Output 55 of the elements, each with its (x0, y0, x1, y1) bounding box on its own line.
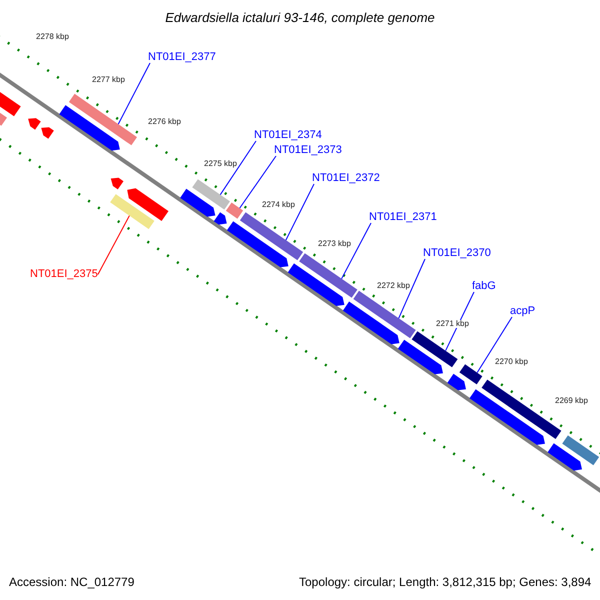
coding-region-block (180, 188, 216, 217)
coding-region-block (28, 118, 41, 130)
scale-label: 2277 kbp (92, 76, 125, 84)
scale-label: 2274 kbp (262, 201, 295, 209)
coding-region-block (110, 178, 124, 190)
leader-line (97, 215, 130, 275)
gene-bar (226, 202, 244, 219)
gene-bar (459, 364, 482, 384)
scale-label: 2272 kbp (377, 282, 410, 290)
gene-label: NT01EI_2377 (148, 52, 216, 63)
gene-bar (240, 212, 304, 260)
accession-text: Accession: NC_012779 (9, 576, 134, 588)
coding-region-block (470, 389, 545, 445)
leader-line (398, 258, 426, 319)
title: Edwardsiella ictaluri 93-146, complete genome (164, 11, 436, 24)
gene-bar (299, 253, 358, 298)
gene-label: NT01EI_2374 (254, 130, 322, 141)
gene-bar (110, 194, 154, 230)
leader-line (118, 62, 150, 125)
coding-region-block (548, 443, 582, 471)
coding-region-block (214, 212, 227, 225)
scale-label: 2269 kbp (555, 397, 588, 405)
leader-line (445, 292, 474, 352)
gene-label: NT01EI_2372 (312, 173, 380, 184)
scale-label: 2278 kbp (36, 33, 69, 41)
gene-bar (68, 94, 137, 146)
genome-stats-text: Topology: circular; Length: 3,812,315 bp; Genes: 3,894 (299, 576, 592, 588)
coding-region-block (226, 221, 288, 268)
gene-bar (562, 435, 600, 466)
gene-label: fabG (472, 281, 496, 292)
gene-label: NT01EI_2373 (274, 145, 342, 156)
scale-label: 2271 kbp (436, 320, 469, 328)
gene-bar (192, 179, 230, 210)
scale-label: 2273 kbp (318, 240, 351, 248)
gene-label: NT01EI_2371 (369, 212, 437, 223)
leader-line (239, 156, 276, 209)
gene-label: NT01EI_2375 (30, 269, 98, 280)
leader-line (220, 140, 256, 196)
coding-region-block (59, 105, 120, 151)
scale-label: 2275 kbp (204, 160, 237, 168)
leader-line (341, 222, 372, 280)
coding-region-block (342, 302, 400, 344)
coding-region-block (398, 340, 443, 374)
scale-label: 2276 kbp (148, 118, 181, 126)
coding-region-block (447, 374, 466, 390)
gene-bar (412, 331, 458, 368)
coding-region-block (41, 127, 54, 139)
coding-region-block (127, 188, 168, 221)
gene-label: NT01EI_2370 (423, 248, 491, 259)
gene-bar (353, 290, 416, 338)
leader-line (285, 184, 314, 241)
coding-region-block (288, 263, 344, 306)
gene-label: acpP (510, 306, 536, 317)
scale-label: 2270 kbp (495, 358, 528, 366)
leader-line (476, 316, 512, 374)
